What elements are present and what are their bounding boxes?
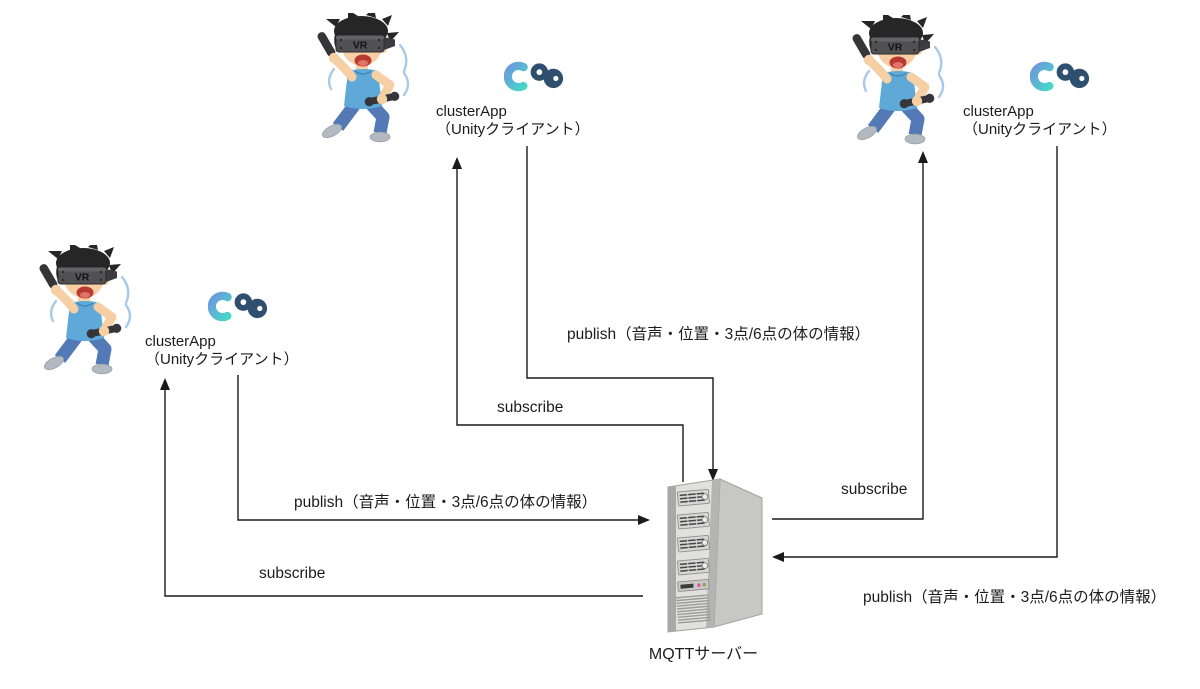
client-label-right: clusterApp （Unityクライアント） [963, 103, 1117, 138]
subscribe-arrow-left [160, 378, 643, 597]
client-app-name: clusterApp [963, 103, 1034, 120]
vr-user-icon-left [32, 245, 140, 375]
vr-user-icon-right [845, 15, 953, 145]
client-app-name: clusterApp [145, 333, 216, 350]
cluster-logo-icon-left [208, 290, 270, 323]
client-label-left: clusterApp （Unityクライアント） [145, 333, 299, 368]
publish-arrow-left [237, 375, 650, 525]
subscribe-arrow-right [772, 151, 928, 520]
subscribe-label-left: subscribe [259, 565, 326, 582]
publish-label-top: publish（音声・位置・3点/6点の体の情報） [567, 326, 871, 343]
publish-arrow-top [526, 146, 718, 481]
client-platform: （Unityクライアント） [145, 350, 299, 368]
client-app-name: clusterApp [436, 103, 507, 120]
publish-arrow-right [772, 146, 1058, 562]
client-platform: （Unityクライアント） [963, 120, 1117, 138]
cluster-logo-icon-top [504, 60, 566, 93]
publish-label-right: publish（音声・位置・3点/6点の体の情報） [863, 589, 1167, 606]
subscribe-label-top: subscribe [497, 399, 564, 416]
mqtt-server-label: MQTTサーバー [648, 646, 759, 663]
subscribe-label-right: subscribe [841, 481, 908, 498]
publish-label-left: publish（音声・位置・3点/6点の体の情報） [294, 494, 598, 511]
client-platform: （Unityクライアント） [436, 120, 590, 138]
subscribe-arrow-top [452, 157, 684, 482]
vr-user-icon-top [310, 13, 418, 143]
client-label-top: clusterApp （Unityクライアント） [436, 103, 590, 138]
mqtt-server-icon [656, 470, 768, 638]
cluster-logo-icon-right [1030, 60, 1092, 93]
